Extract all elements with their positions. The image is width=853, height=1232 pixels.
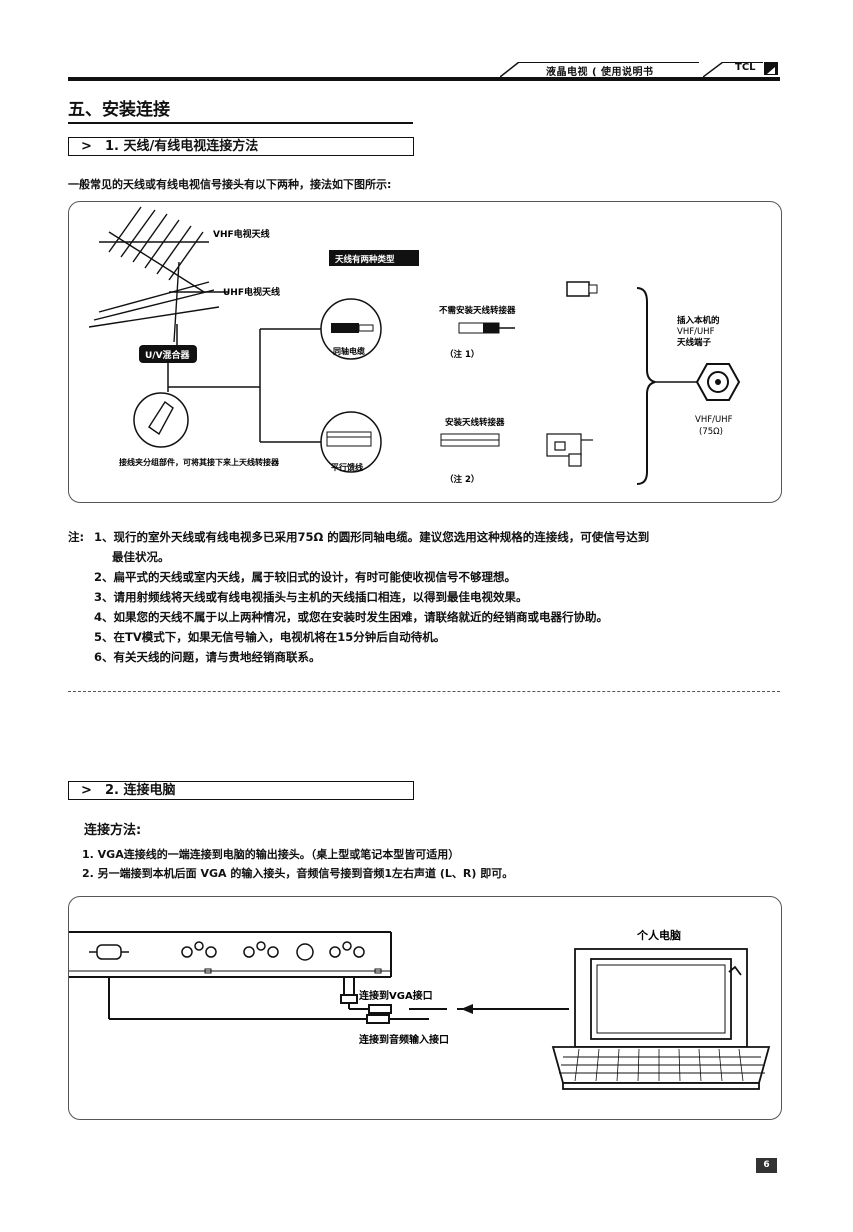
note-item: 5、在TV模式下，如果无信号输入，电视机将在15分钟后自动待机。 [94, 630, 446, 644]
subsection-antenna-header: > 1. 天线/有线电视连接方法 [68, 137, 414, 156]
antenna-diagram-panel: VHF电视天线 UHF电视天线 U/V混合器 接线夹分组部件，可将其接下来上天线… [68, 201, 782, 503]
adapter-hint-text: 接线夹分组部件，可将其接下来上天线转接器 [119, 457, 280, 467]
antenna-diagram: VHF电视天线 UHF电视天线 U/V混合器 接线夹分组部件，可将其接下来上天线… [88, 206, 741, 485]
connector-magnifier-icon [133, 392, 189, 448]
subsection-antenna-label: 1. 天线/有线电视连接方法 [105, 139, 259, 154]
section-title-underline [68, 122, 413, 124]
method-title: 连接方法: [84, 823, 142, 838]
antenna-icon [88, 206, 229, 343]
note-item: 4、如果您的天线不属于以上两种情况，或您在安装时发生困难，请联络就近的经销商或电… [94, 610, 608, 624]
header-running-title: 液晶电视 ( 使用说明书 [546, 67, 654, 78]
cables [108, 977, 569, 1024]
intro-text: 一般常见的天线或有线电视信号接头有以下两种，接法如下图所示: [68, 178, 392, 191]
adapter-icon [546, 433, 593, 467]
uv-mixer-label: U/V混合器 [145, 349, 191, 361]
notes-prefix: 注: [68, 530, 85, 544]
vhf-antenna-label: VHF电视天线 [213, 228, 270, 240]
audio-connect-label: 连接到音频输入接口 [359, 1033, 449, 1046]
impedance-label: (75Ω) [699, 427, 723, 437]
audio-ports-icon [181, 941, 365, 961]
plug-icon [566, 281, 590, 297]
connection-type-label: 天线有两种类型 [335, 254, 395, 265]
arrow-left-icon [461, 1004, 473, 1014]
method-steps: 1. VGA连接线的一端连接到电脑的输出接头。（桌上型或笔记本型皆可适用） 2.… [82, 845, 513, 883]
pc-connection-diagram: 连接到VGA接口 连接到音频输入接口 个人电脑 [69, 928, 771, 1090]
note-item: 1、现行的室外天线或有线电视多已采用75Ω 的圆形同轴电缆。建议您选用这种规格的… [94, 530, 650, 544]
header-top-line-2 [723, 62, 763, 63]
need-adapter-label: 安装天线转接器 [445, 417, 505, 428]
page-number: 6 [756, 1158, 777, 1173]
port-label: 天线端子 [677, 337, 712, 348]
vga-port-icon [89, 944, 129, 960]
method-step: 1. VGA连接线的一端连接到电脑的输出接头。（桌上型或笔记本型皆可适用） [82, 848, 460, 861]
plug-into-label: 插入本机的 [677, 315, 720, 326]
section-title: 五、安装连接 [68, 100, 170, 120]
uhf-antenna-label: UHF电视天线 [223, 286, 280, 298]
method-step: 2. 另一端接到本机后面 VGA 的输入接头，音频信号接到音频1左右声道 (L、… [82, 867, 514, 880]
pc-label: 个人电脑 [636, 928, 681, 942]
brace-icon [636, 287, 656, 485]
note-item: 最佳状况。 [112, 550, 170, 564]
chevron-right-icon: > [81, 783, 92, 798]
header-slant-decoration-2 [703, 62, 723, 77]
coax-cable-label: 同轴电缆 [333, 346, 365, 356]
chevron-right-icon: > [81, 139, 92, 154]
vga-connect-label: 连接到VGA接口 [359, 989, 433, 1002]
section-divider [68, 691, 780, 692]
header-slant-decoration [500, 62, 519, 77]
port-type-label: VHF/UHF [677, 327, 715, 337]
port-type-label-2: VHF/UHF [695, 415, 733, 425]
subsection-pc-label: 2. 连接电脑 [105, 783, 176, 798]
brand-logo-text: TCL [735, 62, 756, 73]
uv-mixer-box [139, 345, 197, 363]
brand-logo-icon [764, 62, 778, 75]
header-rule [68, 77, 780, 81]
parallel-feeder-label: 平行馈线 [331, 462, 363, 472]
tv-rear-panel [69, 931, 392, 978]
note-item: 2、扁平式的天线或室内天线，属于较旧式的设计，有时可能使收视信号不够理想。 [94, 570, 516, 584]
header-top-line [519, 62, 699, 63]
no-adapter-label: 不需安装天线转接器 [439, 305, 516, 316]
laptop-icon [551, 948, 771, 1090]
subsection-pc-header: > 2. 连接电脑 [68, 781, 414, 800]
keyboard-keys [574, 1048, 744, 1082]
note1-label: （注 1） [445, 349, 479, 360]
note-item: 6、有关天线的问题，请与贵地经销商联系。 [94, 650, 321, 664]
pc-diagram-panel: 连接到VGA接口 连接到音频输入接口 个人电脑 [68, 896, 782, 1120]
note2-label: （注 2） [445, 474, 479, 485]
connection-type-banner [329, 250, 419, 266]
note-item: 3、请用射频线将天线或有线电视插头与主机的天线插口相连，以得到最佳电视效果。 [94, 590, 528, 604]
